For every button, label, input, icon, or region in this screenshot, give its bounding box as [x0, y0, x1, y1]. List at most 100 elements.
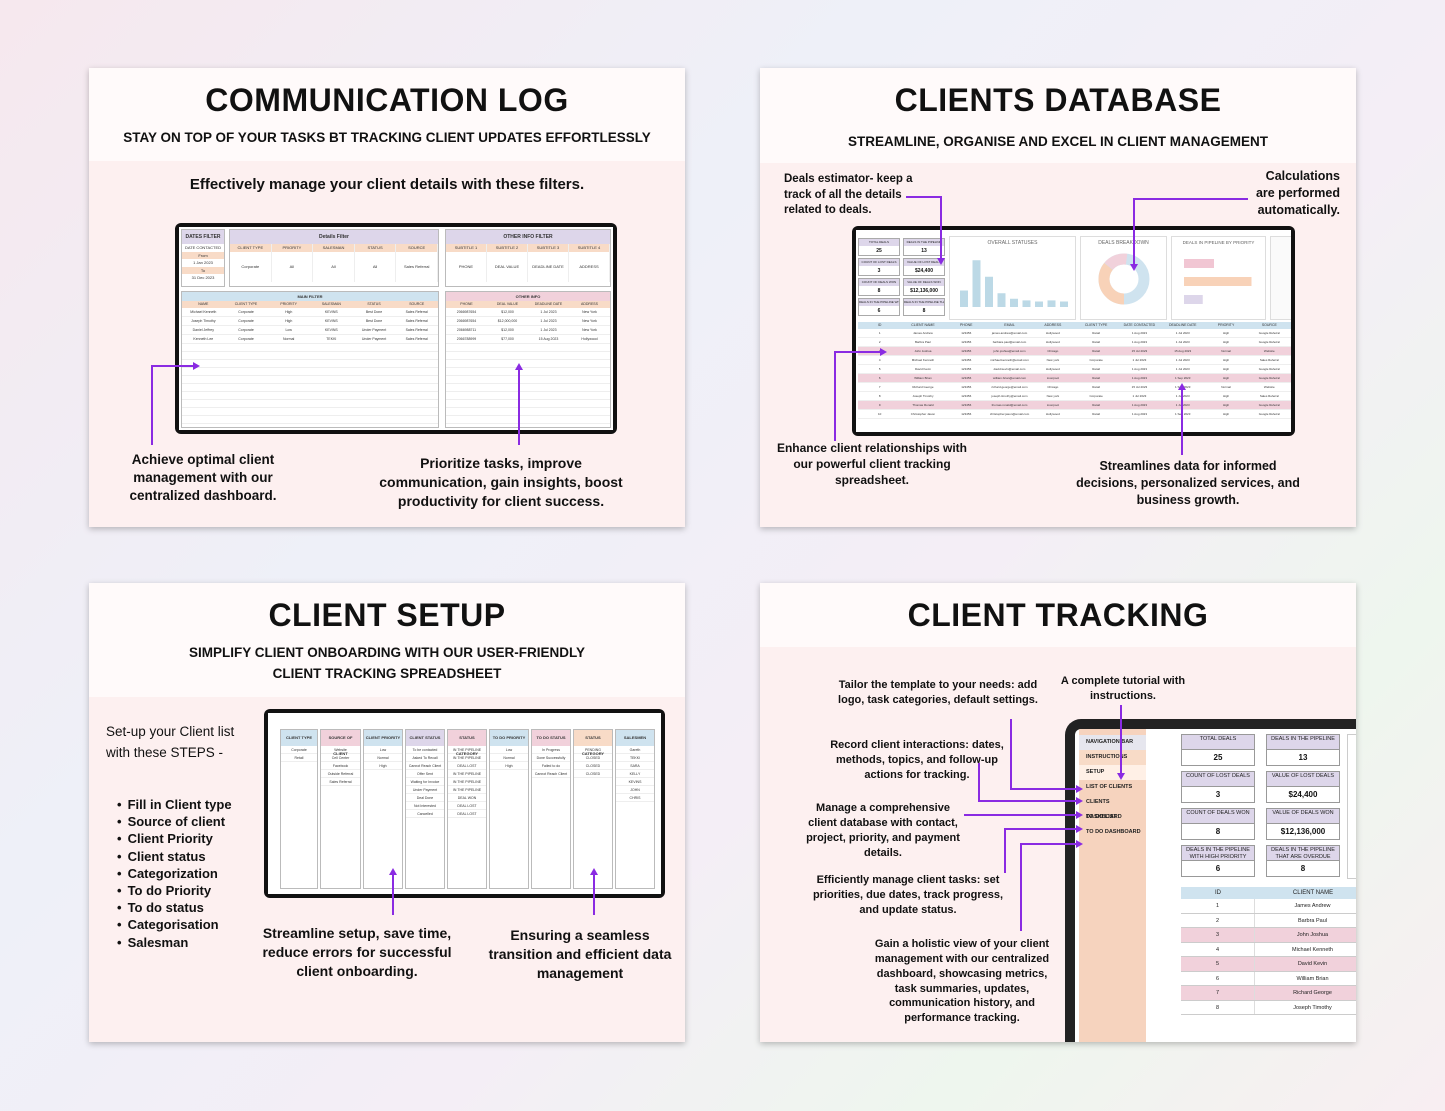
filter-column-value[interactable]: PHONE	[458, 264, 474, 269]
arrow-icon	[1178, 383, 1186, 390]
filter-column-value[interactable]: All	[331, 264, 336, 269]
setup-column-item[interactable]: Waiting for Invoice	[406, 778, 444, 786]
setup-column-item[interactable]: Low	[490, 746, 528, 754]
setup-column-item[interactable]: DEAL LOST	[448, 762, 486, 770]
setup-column-item[interactable]: Under Payment	[406, 786, 444, 794]
panel-title: CLIENT TRACKING	[907, 597, 1209, 633]
setup-column-item[interactable]: In Progress	[532, 746, 570, 754]
setup-column-item[interactable]: CHRIS	[616, 794, 654, 802]
setup-column-item[interactable]: CLOSED	[574, 762, 612, 770]
setup-column-item[interactable]: IN THE PIPELINE	[448, 770, 486, 778]
setup-column-item[interactable]: CLOSED	[574, 754, 612, 762]
setup-column-item[interactable]: Cannot Reach Client	[532, 770, 570, 778]
setup-column-item[interactable]: Done Successfully	[532, 754, 570, 762]
filter-column-value[interactable]: ADDRESS	[579, 264, 599, 269]
filter-column-value[interactable]: DEAL VALUE	[494, 264, 520, 269]
nav-item[interactable]: CLIENTS DASHBOARD	[1086, 799, 1122, 820]
to-date[interactable]: 31 Dec 2023	[191, 275, 215, 280]
setup-column-item[interactable]: Sales Referral	[321, 778, 360, 786]
stat-label: TOTAL DEALS	[1182, 735, 1254, 749]
setup-column-item[interactable]: IN THE PIPELINE	[448, 746, 486, 754]
setup-column-item[interactable]: JOHN	[616, 786, 654, 794]
setup-column-item[interactable]: Facebook	[321, 762, 360, 770]
setup-column-item[interactable]: To be contacted	[406, 746, 444, 754]
from-date[interactable]: 1 Jan 2023	[193, 260, 213, 265]
setup-column-item[interactable]: TEKKI	[616, 754, 654, 762]
setup-column-item[interactable]: Not Interested	[406, 802, 444, 810]
filter-column-value[interactable]: Corporate	[241, 264, 260, 269]
setup-column-item[interactable]: Cell Center	[321, 754, 360, 762]
table-cell: michael.kenneth@email.com	[990, 358, 1029, 362]
setup-column-item[interactable]: Cancelled	[406, 810, 444, 818]
setup-column-item[interactable]: IN THE PIPELINE	[448, 786, 486, 794]
filter-column-value[interactable]: All	[372, 264, 378, 269]
filter-column-value[interactable]: Sales Referral	[404, 264, 430, 269]
setup-column-item[interactable]: High	[364, 762, 402, 770]
setup-column-item[interactable]: IN THE PIPELINE	[448, 778, 486, 786]
setup-column-item[interactable]: Offer Sent	[406, 770, 444, 778]
setup-column-item[interactable]: PENDING	[574, 746, 612, 754]
setup-column-item[interactable]: Gareth	[616, 746, 654, 754]
setup-column-item[interactable]: Website	[321, 746, 360, 754]
empty-row	[182, 400, 438, 408]
nav-item[interactable]: LIST OF CLIENTS	[1086, 784, 1133, 790]
setup-column-header: CLIENT STATUS	[406, 730, 444, 746]
nav-item[interactable]: SETUP	[1079, 765, 1146, 780]
setup-column-item[interactable]: Deal Done	[406, 794, 444, 802]
filter-column-value[interactable]: All	[289, 264, 295, 269]
table-cell: Corporate	[1089, 394, 1103, 398]
caption-right: Ensuring a seamless transition and effic…	[488, 927, 672, 981]
setup-column-item[interactable]: Asked To Recall	[406, 754, 444, 762]
setup-column-item[interactable]: Cannot Reach Client	[406, 762, 444, 770]
nav-item[interactable]: INSTRUCTIONS	[1079, 750, 1146, 765]
setup-column-item[interactable]: CLOSED	[574, 770, 612, 778]
filter-column-value[interactable]: DEADLINE DATE	[532, 264, 564, 269]
table-cell: 2066988711	[456, 328, 477, 332]
setup-column-item[interactable]: IN THE PIPELINE	[448, 754, 486, 762]
setup-column-item[interactable]: Normal	[490, 754, 528, 762]
setup-column-item[interactable]: High	[490, 762, 528, 770]
setup-column-item[interactable]: DEAL WON	[448, 794, 486, 802]
setup-column-item[interactable]: DEAL LOST	[448, 802, 486, 810]
setup-column-item[interactable]: DEAL LOST	[448, 810, 486, 818]
setup-column-item[interactable]: KEVINS	[616, 778, 654, 786]
empty-row	[446, 384, 610, 392]
setup-column-item[interactable]: Low	[364, 746, 402, 754]
setup-step-item: To do Priority	[117, 882, 232, 899]
nav-item[interactable]: TO DO LIST	[1086, 814, 1117, 820]
nav-item[interactable]: TO DO DASHBOARD	[1086, 829, 1141, 835]
setup-column-item[interactable]: Outside Referral	[321, 770, 360, 778]
setup-column-item[interactable]: Normal	[364, 754, 402, 762]
setup-column-item[interactable]: SARA	[616, 762, 654, 770]
setup-column-item[interactable]: KELLY	[616, 770, 654, 778]
setup-column-item[interactable]: Corporate	[281, 746, 317, 754]
setup-column-item[interactable]: Retail	[281, 754, 317, 762]
setup-column-item[interactable]: Failed to do	[532, 762, 570, 770]
